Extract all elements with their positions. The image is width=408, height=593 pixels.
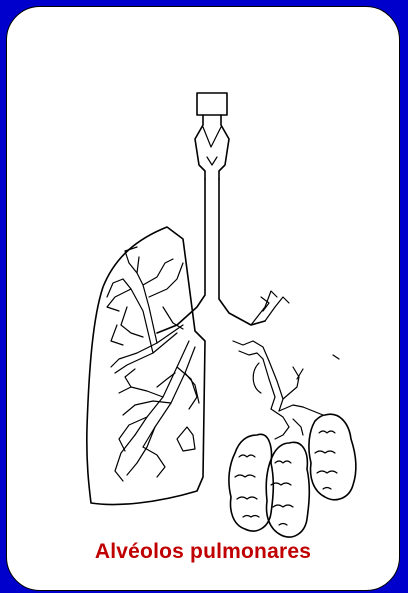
illustration-card: Alvéolos pulmonares bbox=[6, 6, 400, 591]
lung-alveoli-illustration bbox=[7, 7, 400, 591]
alveoli-clusters bbox=[229, 414, 356, 537]
caption: Alvéolos pulmonares bbox=[7, 540, 399, 564]
right-bronchi bbox=[233, 291, 339, 439]
trachea bbox=[157, 179, 265, 333]
left-lung bbox=[87, 227, 205, 505]
larynx bbox=[195, 93, 229, 179]
